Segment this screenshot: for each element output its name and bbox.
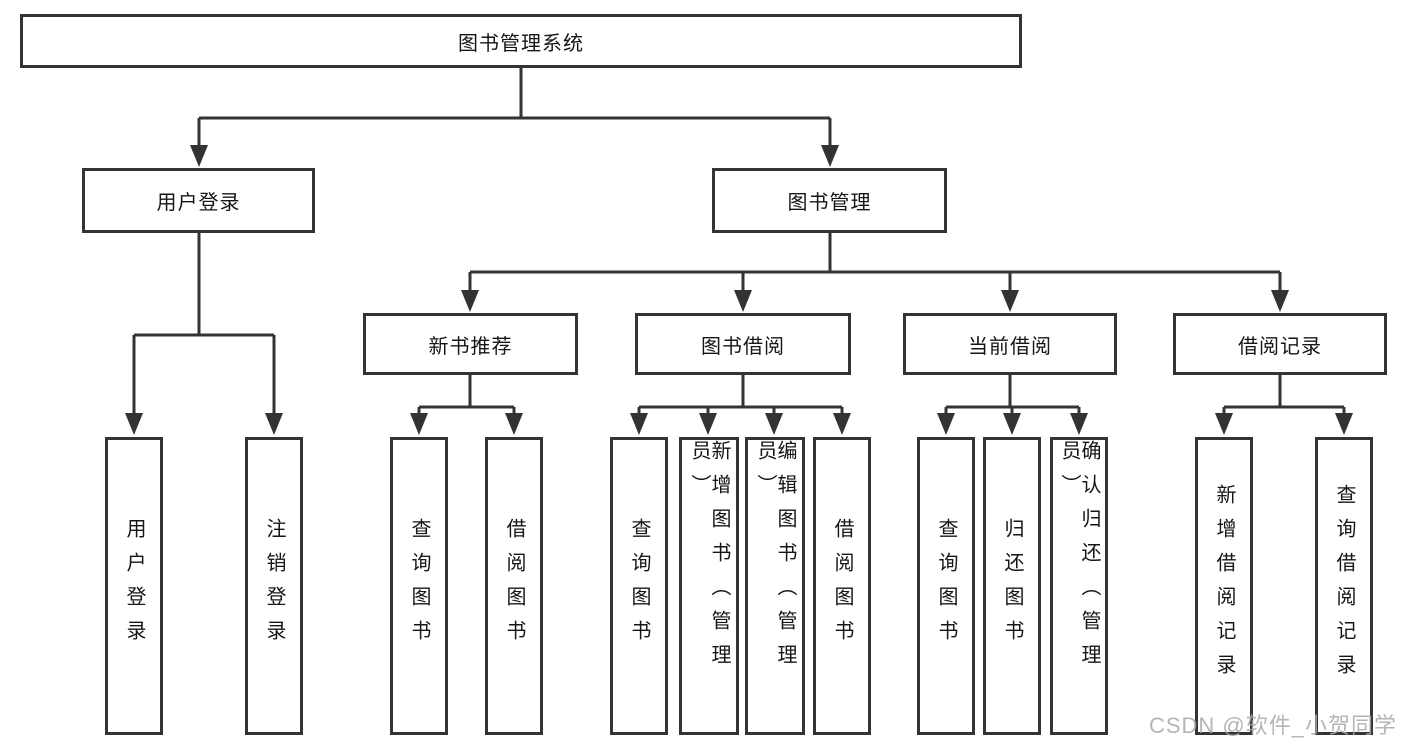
node-label: 图书管理系统 [458,32,584,55]
leaf-borrow-books-1: 借阅图书 [485,437,543,735]
node-label: 借阅图书 [503,518,525,654]
node-label: 查询图书 [628,518,650,654]
leaf-user-login: 用户登录 [105,437,163,735]
node-label: 借阅图书 [831,518,853,654]
node-user-login: 用户登录 [82,168,315,233]
node-book-management: 图书管理 [712,168,947,233]
node-label: 查询图书 [408,518,430,654]
node-label: 查询图书 [935,518,957,654]
leaf-query-books-2: 查询图书 [610,437,668,735]
leaf-edit-books-admin: 编辑图书（管理员） [745,437,805,735]
node-label: 归还图书 [1001,518,1023,654]
node-label: 查询借阅记录 [1333,484,1355,688]
node-book-borrowing: 图书借阅 [635,313,851,375]
node-borrowing-records: 借阅记录 [1173,313,1387,375]
node-current-borrowing: 当前借阅 [903,313,1117,375]
node-label: 用户登录 [123,518,145,654]
node-label: 借阅记录 [1238,335,1322,358]
leaf-query-borrow-record: 查询借阅记录 [1315,437,1373,735]
leaf-borrow-books-2: 借阅图书 [813,437,871,735]
node-label: 用户登录 [156,192,241,214]
node-label: 新书推荐 [428,335,513,358]
node-label: 编辑图书（管理员） [754,440,796,678]
node-label: 新增借阅记录 [1213,484,1235,688]
leaf-add-borrow-record: 新增借阅记录 [1195,437,1253,735]
leaf-query-books-3: 查询图书 [917,437,975,735]
node-label: 图书借阅 [701,335,785,358]
node-new-book-recommend: 新书推荐 [363,313,578,375]
watermark-text: CSDN @软件_小贺同学 [1148,713,1397,738]
node-library-system: 图书管理系统 [20,14,1022,68]
leaf-return-books: 归还图书 [983,437,1041,735]
node-label: 确认归还（管理员） [1058,440,1100,678]
leaf-add-books-admin: 新增图书（管理员） [679,437,739,735]
leaf-confirm-return-admin: 确认归还（管理员） [1050,437,1108,735]
node-label: 图书管理 [787,192,872,214]
leaf-query-books-1: 查询图书 [390,437,448,735]
leaf-logout: 注销登录 [245,437,303,735]
node-label: 当前借阅 [968,335,1052,358]
node-label: 新增图书（管理员） [688,440,730,678]
node-label: 注销登录 [263,518,285,654]
